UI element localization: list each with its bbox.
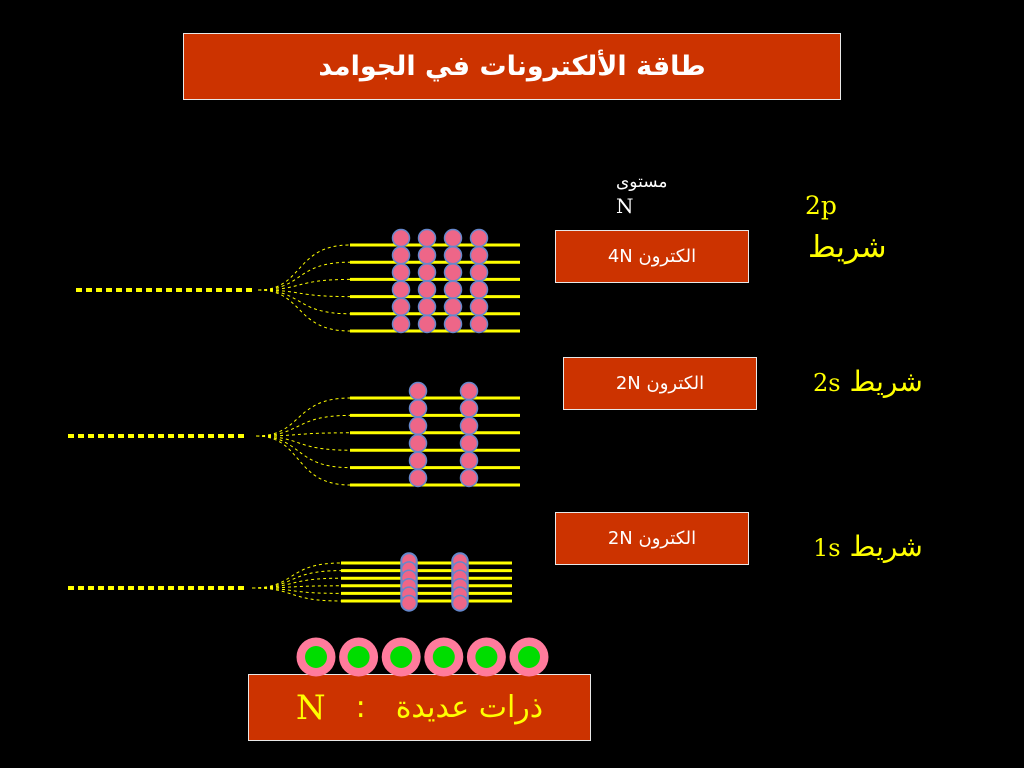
band-2p-word: شريط [808, 230, 887, 265]
band-2s-electron-1-6 [408, 468, 428, 488]
band-2p-electron-3-3 [443, 263, 463, 282]
band-2s-electron-box: 2N الكترون [563, 357, 757, 410]
band-2p-electron-2-1 [417, 228, 437, 248]
band-2s-label: شريط 2s [813, 365, 923, 398]
band-2p-electron-2-3 [417, 263, 437, 282]
band-2s-electron-1-4 [408, 433, 428, 453]
band-2p-electron-1-1 [391, 228, 411, 248]
band-2p-electron-1-3 [391, 263, 411, 282]
band-2p-electron-1-2 [391, 245, 411, 265]
atom-2-core [347, 646, 370, 668]
band-2p-orbital: 2p [805, 191, 837, 220]
fan-2s-curve-3 [255, 432, 351, 437]
band-2p-electron-1-6 [391, 314, 411, 334]
band-2s-orbital: 2s [813, 369, 841, 397]
fan-2s-curve-1 [255, 397, 351, 437]
atoms-box: N : ذرات عديدة [248, 674, 591, 741]
atoms-label: ذرات عديدة [395, 690, 544, 725]
atom-5-core [475, 646, 498, 668]
band-2p-electron-1-5 [391, 297, 411, 317]
band-1s-electron-box: 2N الكترون [555, 512, 749, 565]
atoms-colon: : [355, 690, 366, 725]
fan-2p-curve-6 [257, 289, 351, 332]
atom-6-core [518, 646, 540, 668]
fan-1s-curve-2 [251, 570, 342, 589]
band-2s-electron-1-5 [408, 451, 428, 470]
band-1s-word: شريط [849, 530, 923, 563]
fan-2s-curve-6 [255, 435, 351, 486]
level-label: مستوى N [616, 170, 668, 218]
level-label-symbol: N [616, 194, 634, 218]
band-2p-electron-3-4 [443, 280, 463, 299]
fan-2p-curve-1 [257, 244, 351, 291]
atom-3-core [390, 646, 413, 668]
band-2p-electron-4-3 [469, 263, 489, 282]
fan-2p-curve-5 [257, 289, 351, 315]
band-2p-electron-2-5 [417, 297, 437, 317]
fan-2s-curve-2 [255, 414, 351, 437]
band-2p-electron-box: 4N الكترون [555, 230, 749, 283]
fan-2p-curve-3 [257, 278, 351, 291]
level-label-word: مستوى [616, 172, 668, 192]
band-2p-electron-3-1 [443, 228, 463, 248]
band-1s-electron-2-6 [451, 594, 469, 612]
band-2s-electron-1-2 [408, 399, 428, 418]
band-2s-electron-2-6 [459, 468, 479, 488]
band-2s-electron-2-1 [459, 381, 479, 401]
band-1s-label: شريط 1s [813, 530, 923, 563]
band-2p-electron-3-6 [443, 314, 463, 334]
band-2p-electron-3-2 [443, 245, 463, 265]
band-2s-electron-2-2 [459, 399, 479, 418]
band-2p-electron-4-2 [469, 245, 489, 265]
band-2p-electron-2-4 [417, 280, 437, 299]
band-1s-orbital: 1s [813, 534, 841, 562]
band-2p-electron-2-2 [417, 245, 437, 265]
band-2s-electron-2-3 [459, 416, 479, 436]
fan-2p-curve-2 [257, 261, 351, 291]
band-2p-electron-4-4 [469, 280, 489, 299]
band-1s-electron-1-6 [400, 594, 418, 612]
atom-1-core [305, 646, 327, 668]
band-2p-electron-3-5 [443, 297, 463, 317]
band-2p-electron-4-5 [469, 297, 489, 317]
atoms-symbol: N [295, 687, 326, 728]
band-2s-electron-1-1 [408, 381, 428, 401]
band-2p-electron-1-4 [391, 280, 411, 299]
fan-1s-curve-1 [251, 562, 342, 589]
band-2s-electron-2-5 [459, 451, 479, 470]
fan-2p-curve-4 [257, 289, 351, 298]
band-2s-electrons: 2N الكترون [615, 373, 705, 394]
band-1s-electrons: 2N الكترون [607, 528, 697, 549]
band-2p-electron-4-1 [469, 228, 489, 248]
title-box: طاقة الألكترونات في الجوامد [183, 33, 841, 100]
band-2s-electron-1-3 [408, 416, 428, 436]
fan-2s-curve-4 [255, 435, 351, 451]
band-2p-electron-4-6 [469, 314, 489, 334]
band-2p-electron-2-6 [417, 314, 437, 334]
band-2s-electron-2-4 [459, 433, 479, 453]
page-title: طاقة الألكترونات في الجوامد [318, 51, 706, 82]
band-2s-word: شريط [849, 365, 923, 398]
fan-2s-curve-5 [255, 435, 351, 469]
fan-1s-curve-6 [251, 587, 342, 602]
band-2p-electrons: 4N الكترون [607, 246, 697, 267]
atom-4-core [432, 646, 455, 668]
